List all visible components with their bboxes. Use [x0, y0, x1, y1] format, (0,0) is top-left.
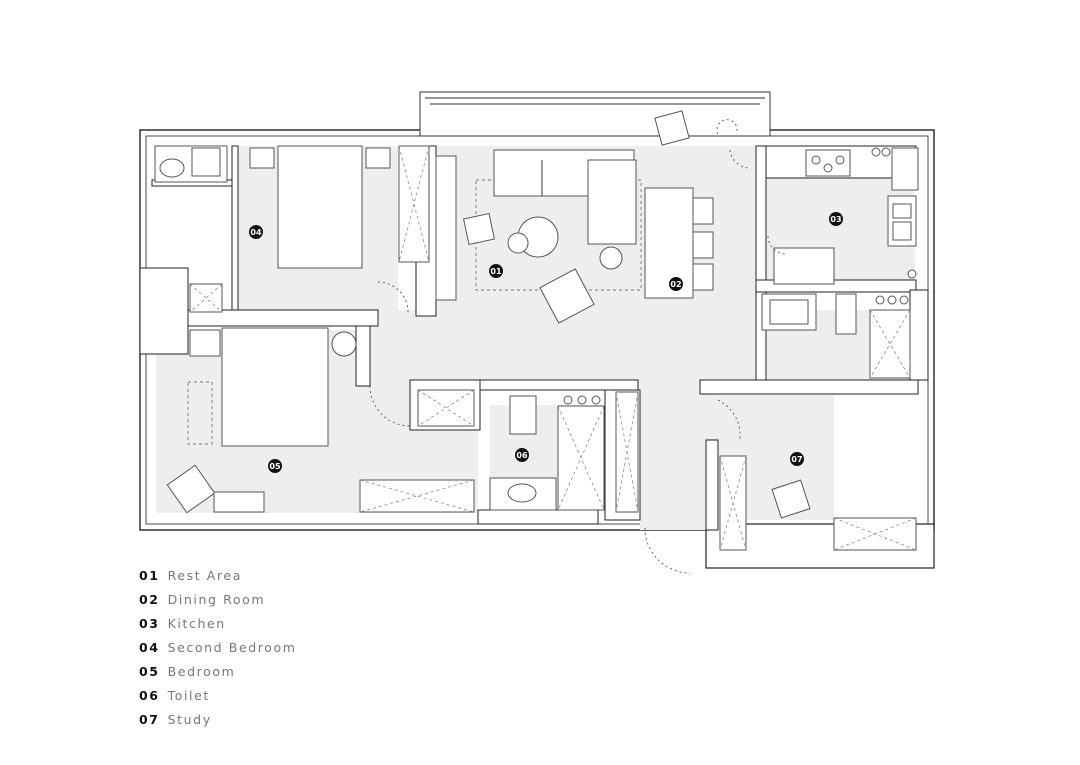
legend-item-bedroom: 05 Bedroom — [139, 662, 297, 686]
room-badge-label: 04 — [250, 228, 262, 237]
room-badge-03: 03 — [829, 212, 843, 226]
utility-furniture — [761, 293, 911, 379]
legend-item-rest-area: 01 Rest Area — [139, 566, 297, 590]
legend-number: 04 — [139, 640, 160, 655]
legend-item-study: 07 Study — [139, 710, 297, 734]
legend-label: Second Bedroom — [167, 640, 297, 655]
toilet-furniture — [417, 389, 691, 574]
room-badge-01: 01 — [489, 264, 503, 278]
room-badge-05: 05 — [268, 459, 282, 473]
legend-item-kitchen: 03 Kitchen — [139, 614, 297, 638]
second-bedroom-furniture — [154, 145, 430, 313]
legend-item-toilet: 06 Toilet — [139, 686, 297, 710]
study-furniture — [717, 399, 917, 551]
legend-label: Toilet — [167, 688, 210, 703]
legend-label: Bedroom — [167, 664, 236, 679]
legend-number: 01 — [139, 568, 160, 583]
room-badge-label: 05 — [269, 462, 281, 471]
room-legend: 01 Rest Area 02 Dining Room 03 Kitchen 04 Se… — [139, 566, 297, 734]
dining-furniture — [644, 187, 714, 299]
room-badge-label: 03 — [830, 215, 841, 224]
room-badge-06: 06 — [515, 448, 529, 462]
legend-label: Rest Area — [167, 568, 242, 583]
legend-number: 05 — [139, 664, 160, 679]
legend-number: 03 — [139, 616, 160, 631]
room-badge-label: 06 — [516, 451, 528, 460]
legend-item-dining-room: 02 Dining Room — [139, 590, 297, 614]
legend-number: 07 — [139, 712, 160, 727]
legend-label: Study — [167, 712, 212, 727]
legend-item-second-bedroom: 04 Second Bedroom — [139, 638, 297, 662]
rest-area-furniture — [435, 110, 751, 324]
room-badge-label: 01 — [490, 267, 502, 276]
kitchen-furniture — [767, 147, 919, 285]
room-badge-label: 07 — [791, 455, 802, 464]
room-badge-label: 02 — [670, 280, 681, 289]
bedroom-furniture — [166, 327, 475, 514]
room-badge-07: 07 — [790, 452, 804, 466]
room-badge-04: 04 — [249, 225, 263, 239]
legend-label: Kitchen — [167, 616, 226, 631]
legend-number: 06 — [139, 688, 160, 703]
legend-label: Dining Room — [167, 592, 266, 607]
room-badge-02: 02 — [669, 277, 683, 291]
legend-number: 02 — [139, 592, 160, 607]
